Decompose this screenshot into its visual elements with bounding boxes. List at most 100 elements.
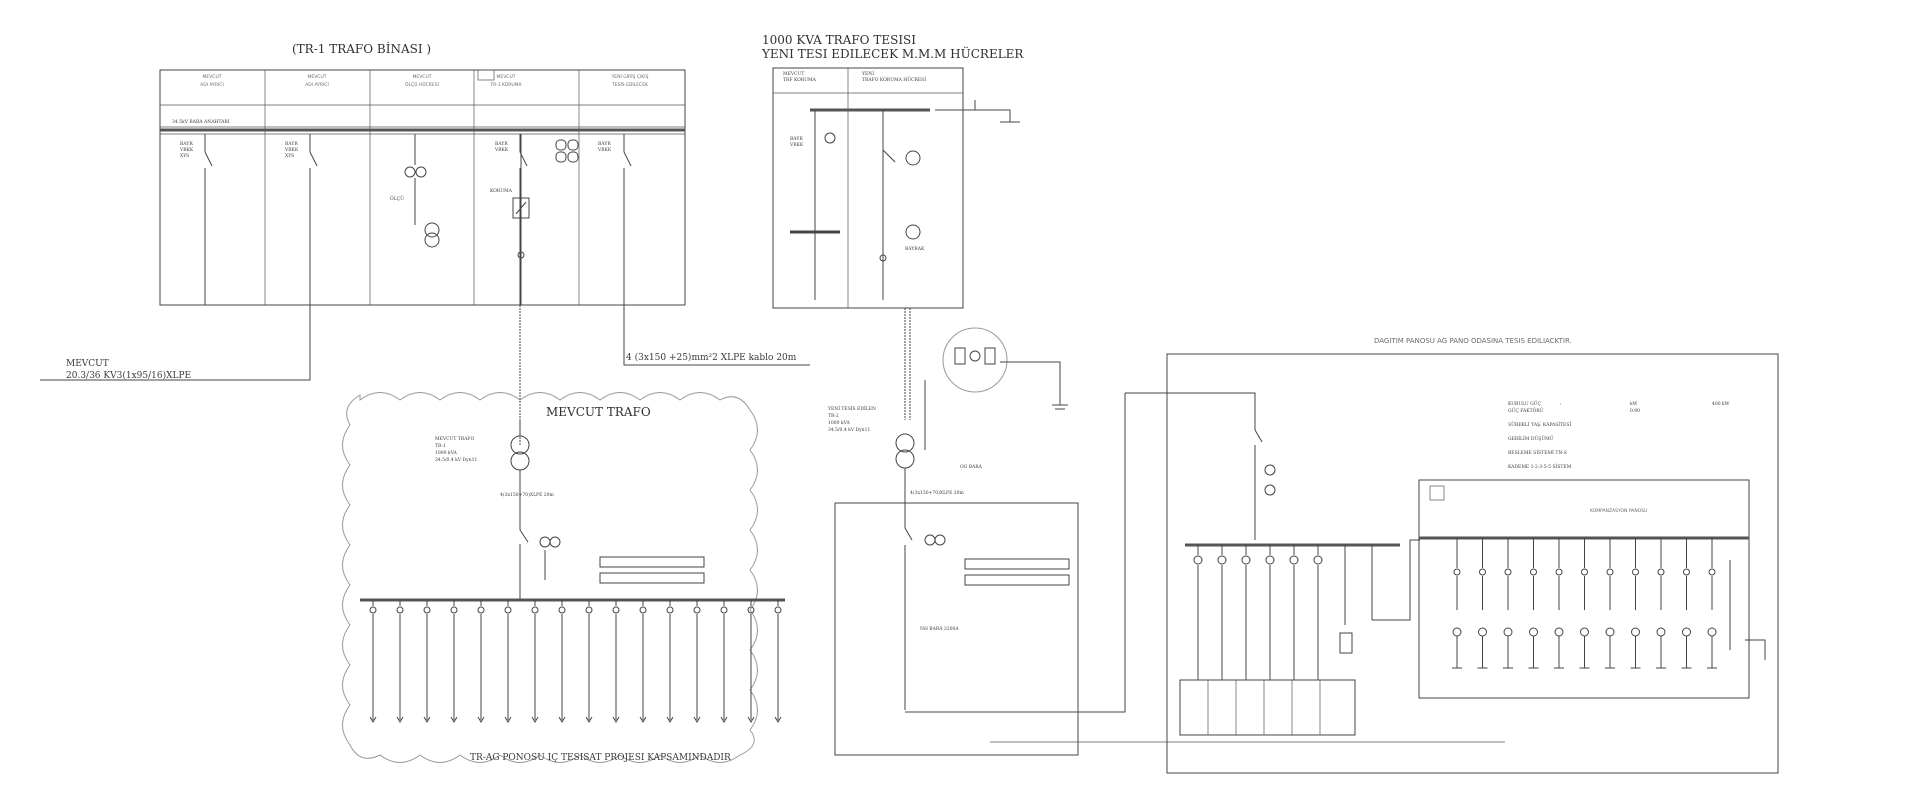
- lv-feeder: [720, 600, 728, 723]
- distribution-panel-group: DAGITIM PANOSU AG PANO ODASINA TESIS EDI…: [1125, 337, 1779, 774]
- svg-text:TESİS EDİLECEK: TESİS EDİLECEK: [611, 81, 649, 88]
- lv-panel-note: TR-AG PONOSU IÇ TESISAT PROJESI KAPSAMIN…: [470, 753, 731, 763]
- svg-text:KURULU GÜÇ: KURULU GÜÇ: [1508, 400, 1542, 407]
- svg-text:34.5kV BARA ANAHTARI: 34.5kV BARA ANAHTARI: [172, 119, 230, 125]
- sub-feeder: [1630, 538, 1641, 669]
- svg-text:XYS: XYS: [180, 153, 189, 159]
- tr1-protection-feeder: [512, 134, 530, 305]
- svg-text:MEVCUT: MEVCUT: [783, 71, 804, 77]
- sub-feeder: [1503, 538, 1513, 669]
- meter-box-3: [964, 558, 1070, 570]
- sub-feeder: [1605, 538, 1615, 669]
- svg-text:BAYR: BAYR: [180, 141, 193, 147]
- svg-text:ADI AYRICI: ADI AYRICI: [305, 82, 329, 88]
- cell-5-label: YENİ GİRİŞ ÇIKIŞ: [611, 73, 649, 80]
- svg-text:4(3x150+70)XLPE 20m: 4(3x150+70)XLPE 20m: [910, 489, 965, 496]
- svg-text:VBKK: VBKK: [179, 147, 194, 153]
- meter-box-2: [599, 572, 705, 584]
- tr1-building-title: (TR-1 TRAFO BİNASI ): [292, 41, 431, 56]
- new-mv-cell-frame: [772, 67, 964, 309]
- svg-text:400 kW: 400 kW: [1712, 401, 1730, 407]
- tr1-cell-frame: [159, 69, 686, 306]
- svg-text:ÖLÇÜ HÜCRESİ: ÖLÇÜ HÜCRESİ: [405, 81, 439, 88]
- sub-feeder: [1681, 538, 1692, 669]
- dist-feeders: [1193, 545, 1323, 680]
- svg-text:BAYRAK: BAYRAK: [905, 246, 925, 252]
- incoming-feed: MEVCUT 20.3/36 KV3(1x95/16)XLPE 4 (3x150…: [40, 305, 810, 445]
- lv-feeder: [612, 600, 620, 723]
- svg-text:VBKK: VBKK: [284, 147, 299, 153]
- lv-feeder: [504, 600, 512, 723]
- svg-text:BESLEME SİSTEMİ TN-S: BESLEME SİSTEMİ TN-S: [1508, 449, 1567, 456]
- sub-feeder: [1528, 538, 1539, 669]
- sub-feeder: [1579, 538, 1590, 669]
- sub-feeder: [1707, 538, 1717, 669]
- lv-feeder: [774, 600, 782, 723]
- cable-spec-label: 4 (3x150 +25)mm²2 XLPE kablo 20m: [626, 352, 797, 363]
- lv-feeder: [369, 600, 377, 723]
- svg-text:TRF KORUMA: TRF KORUMA: [783, 77, 817, 83]
- existing-trafo-title: MEVCUT TRAFO: [546, 405, 651, 419]
- mevcut-feed-spec: 20.3/36 KV3(1x95/16)XLPE: [66, 370, 191, 381]
- cell-2-label: MEVCUT: [308, 74, 327, 80]
- svg-text:VBKK: VBKK: [494, 147, 509, 153]
- svg-text:BAYR: BAYR: [285, 141, 298, 147]
- distribution-panel-title: DAGITIM PANOSU AG PANO ODASINA TESIS EDI…: [1374, 337, 1572, 345]
- compensation-cabinet: [1179, 679, 1356, 736]
- svg-text:BAYR: BAYR: [790, 136, 803, 142]
- svg-text:GERİLİM DÜŞÜMÜ: GERİLİM DÜŞÜMÜ: [1508, 435, 1554, 442]
- meter-box-4: [964, 574, 1070, 586]
- svg-text:VBKK: VBKK: [597, 147, 612, 153]
- existing-transformer-symbol: [510, 420, 561, 600]
- svg-text:MEVCUT TRAFO: MEVCUT TRAFO: [435, 436, 475, 442]
- lv-feeder: [639, 600, 647, 723]
- distribution-panel-frame: [1166, 353, 1779, 774]
- svg-text:34.5/0.4 kV Dyn11: 34.5/0.4 kV Dyn11: [435, 457, 477, 463]
- new-transformer-symbol: [895, 393, 1126, 713]
- cell-3-label: MEVCUT: [413, 74, 432, 80]
- svg-text:GÜÇ FAKTÖRÜ: GÜÇ FAKTÖRÜ: [1508, 407, 1544, 414]
- svg-text:KORUMA: KORUMA: [490, 188, 513, 194]
- lv-feeder: [477, 600, 485, 723]
- svg-text:YENİ TESİS EDİLEN: YENİ TESİS EDİLEN: [827, 405, 876, 412]
- lv-feeder: [450, 600, 458, 723]
- svg-text:TR-1 KORUMA: TR-1 KORUMA: [489, 82, 522, 88]
- lv-feeder: [585, 600, 593, 723]
- svg-text::: :: [1560, 402, 1562, 407]
- dist-feeder: [1265, 545, 1275, 680]
- lv-feeders: [369, 600, 782, 723]
- svg-text:ADI AYRICI: ADI AYRICI: [200, 82, 224, 88]
- dist-feeder: [1217, 545, 1227, 680]
- lv-feeder: [693, 600, 701, 723]
- svg-text:1000 kVA: 1000 kVA: [828, 420, 851, 426]
- svg-text:0.90: 0.90: [1630, 408, 1640, 414]
- sub-feeder: [1452, 538, 1462, 669]
- svg-text:KOMPANZASYON PANOSU: KOMPANZASYON PANOSU: [1590, 508, 1647, 514]
- lv-feeder: [396, 600, 404, 723]
- lv-feeder: [423, 600, 431, 723]
- svg-text:TRAFO KORUMA HÜCRESİ: TRAFO KORUMA HÜCRESİ: [862, 76, 926, 83]
- tr1-building-group: (TR-1 TRAFO BİNASI ) MEVCUT ADI AYRICI M…: [159, 41, 686, 306]
- lv-feeder: [747, 600, 755, 723]
- mevcut-feed-label: MEVCUT: [66, 359, 109, 369]
- dist-feeder: [1241, 545, 1251, 680]
- lv-feeder: [666, 600, 674, 723]
- substation-subtitle: YENI TESI EDILECEK M.M.M HÜCRELER: [761, 45, 1024, 61]
- new-mv-cells-group: 1000 KVA TRAFO TESISI YENI TESI EDILECEK…: [761, 33, 1024, 309]
- svg-text:NH BARA 3200A: NH BARA 3200A: [920, 626, 959, 632]
- svg-text:BAYR: BAYR: [495, 141, 508, 147]
- svg-text:4(3x150+70)XLPE 20m: 4(3x150+70)XLPE 20m: [500, 491, 555, 498]
- measurement-cell-symbols: [404, 69, 579, 248]
- cell-1-label: MEVCUT: [203, 74, 222, 80]
- sub-feeder: [1656, 538, 1666, 669]
- meter-box-1: [599, 556, 705, 568]
- svg-text:1000 kVA: 1000 kVA: [435, 450, 458, 456]
- existing-trafo-cloud: MEVCUT TRAFO TR-AG PONOSU IÇ TESISAT PRO…: [342, 392, 785, 763]
- lv-feeder: [531, 600, 539, 723]
- svg-text:OG BARA: OG BARA: [960, 464, 983, 470]
- sub-feeder: [1554, 538, 1564, 669]
- substation-title: 1000 KVA TRAFO TESISI: [762, 33, 916, 47]
